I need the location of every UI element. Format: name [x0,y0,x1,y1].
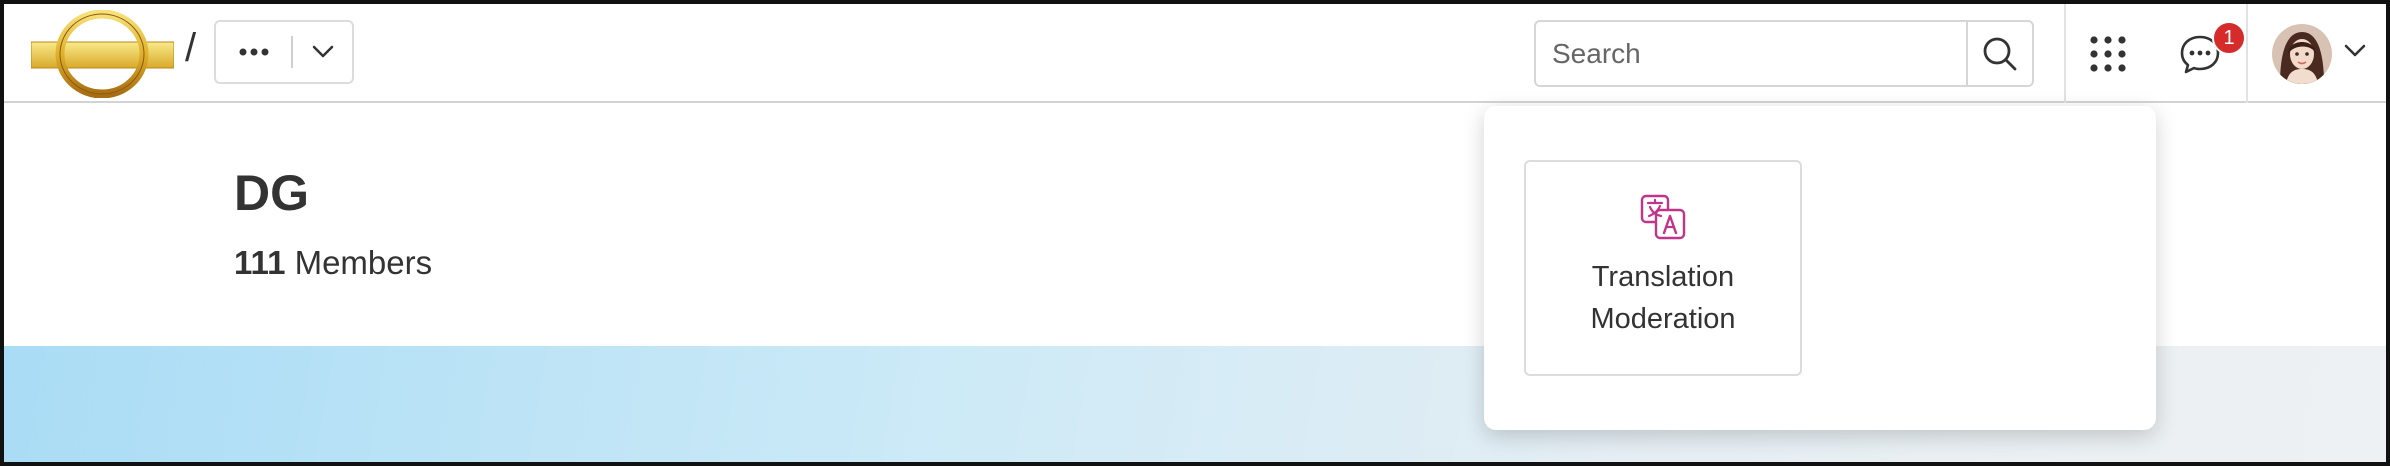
dropdown-divider [291,36,293,68]
notification-badge: 1 [2212,21,2246,55]
translate-icon [1640,194,1686,240]
header-divider [2064,4,2066,103]
breadcrumb-separator: / [185,26,197,70]
search-button[interactable] [1966,22,2032,85]
app-tile-translation-moderation[interactable]: Translation Moderation [1524,160,1802,376]
member-count-value: 111 [234,244,286,281]
group-name: DG [234,165,309,221]
app-tile-label: Translation Moderation [1590,261,1736,335]
apps-menu-panel: Translation Moderation [1484,106,2156,430]
user-menu-chevron-icon[interactable] [2344,44,2366,63]
member-count-label: Members [294,244,433,281]
chat-icon[interactable] [2178,32,2222,76]
top-header: / [4,4,2386,103]
user-avatar[interactable] [2272,24,2332,84]
breadcrumb-dropdown[interactable] [214,20,354,84]
search-box [1534,20,2034,87]
apps-grid-icon[interactable] [2088,34,2128,74]
chevron-down-icon[interactable] [293,22,352,82]
more-icon[interactable] [216,22,291,82]
member-count: 111 Members [234,244,432,282]
search-icon [1983,37,2017,70]
site-logo[interactable] [30,9,175,99]
header-divider [2246,4,2248,103]
search-input[interactable] [1536,22,1966,85]
